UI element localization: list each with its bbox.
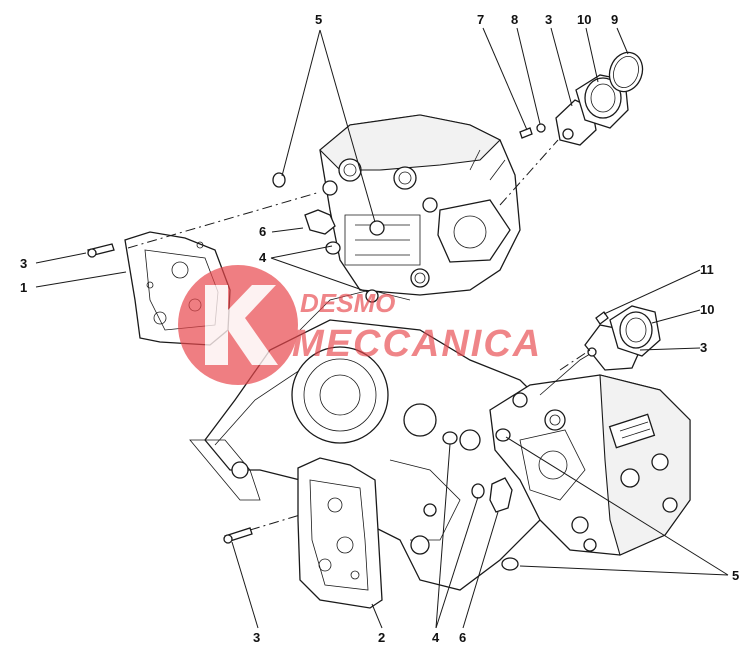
gasket-6	[304, 209, 513, 513]
callout-3-bottom: 3	[253, 630, 260, 645]
callout-2: 2	[378, 630, 385, 645]
screw-3-left	[87, 243, 115, 258]
leader-lines	[35, 27, 729, 629]
callout-10-right: 10	[700, 302, 714, 317]
callout-3-left: 3	[20, 256, 27, 271]
callout-10-top: 10	[577, 12, 591, 27]
callout-5-top: 5	[315, 12, 322, 27]
screw-7-washer-8	[519, 123, 546, 139]
watermark-line2: MECCANICA	[292, 323, 542, 365]
crankcase	[189, 289, 571, 591]
belt-cover-2	[297, 457, 383, 609]
rear-intake-manifold	[555, 74, 629, 146]
callout-5-right: 5	[732, 568, 739, 583]
front-intake-manifold	[584, 305, 661, 371]
screw-3-bottom	[223, 527, 253, 544]
clamp-ring-9	[608, 51, 644, 93]
callout-4-left: 4	[259, 250, 267, 265]
callout-6-left: 6	[259, 224, 266, 239]
watermark-logo: DESMO MECCANICA	[178, 265, 542, 385]
o-rings	[272, 172, 519, 571]
centre-lines	[127, 139, 591, 531]
callout-11: 11	[700, 262, 714, 277]
callout-labels: 5 7 8 3 10 9 6 3 4 1 11 10 3 5 3 2 4 6	[20, 12, 739, 645]
rear-cylinder-head	[319, 114, 521, 296]
watermark-line1: DESMO	[300, 288, 395, 318]
callout-8: 8	[511, 12, 518, 27]
callout-9: 9	[611, 12, 618, 27]
callout-6-bottom: 6	[459, 630, 466, 645]
callout-7: 7	[477, 12, 484, 27]
callout-3-top: 3	[545, 12, 552, 27]
callout-1: 1	[20, 280, 27, 295]
callout-4-bottom: 4	[432, 630, 440, 645]
callout-3-right: 3	[700, 340, 707, 355]
